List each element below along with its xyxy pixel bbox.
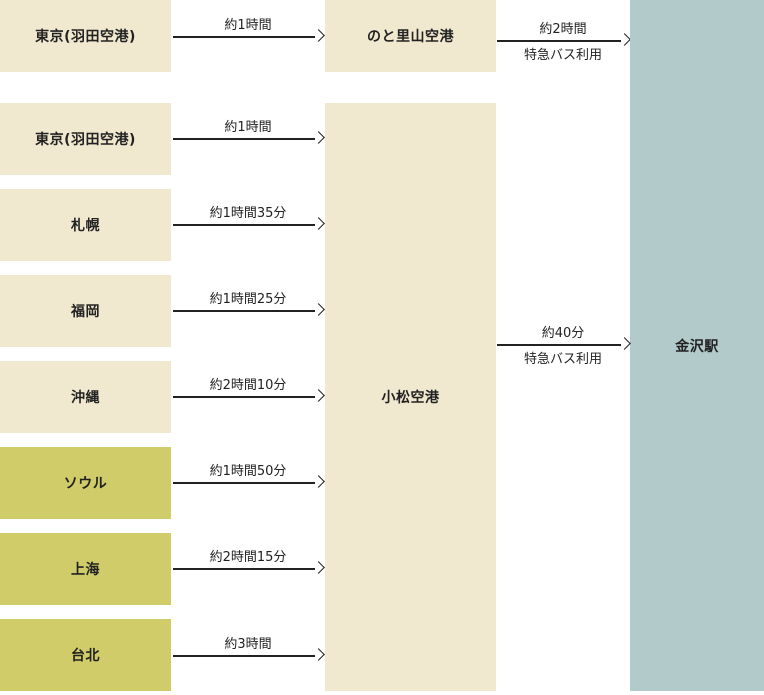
bus-time-label: 約2時間 <box>539 22 587 37</box>
origin-box-taipei: 台北 <box>0 619 171 691</box>
flight-time-label: 約3時間 <box>224 637 272 652</box>
hub-box-komatsu-airport: 小松空港 <box>325 103 496 691</box>
arrow-tokyo-to-noto: 約1時間 <box>173 18 325 76</box>
arrow-line <box>497 344 621 346</box>
origin-box-sapporo: 札幌 <box>0 189 171 261</box>
arrow-taipei-to-komatsu: 約3時間 <box>173 637 325 695</box>
destination-box-kanazawa-station: 金沢駅 <box>630 0 764 691</box>
origin-label: 台北 <box>71 648 100 664</box>
destination-label: 金沢駅 <box>675 338 719 355</box>
origin-label: 上海 <box>71 562 100 578</box>
flight-time-label: 約1時間 <box>224 18 272 33</box>
bus-mode-label: 特急バス利用 <box>523 352 602 367</box>
arrow-line <box>173 310 315 312</box>
flight-time-label: 約2時間15分 <box>209 550 287 565</box>
hub-label: のと里山空港 <box>367 29 454 45</box>
origin-box-okinawa: 沖縄 <box>0 361 171 433</box>
arrow-okinawa-to-komatsu: 約2時間10分 <box>173 378 325 436</box>
origin-box-tokyo-noto: 東京(羽田空港) <box>0 0 171 72</box>
bus-time-label: 約40分 <box>541 326 585 341</box>
arrow-tokyo-to-komatsu: 約1時間 <box>173 120 325 178</box>
flight-time-label: 約1時間50分 <box>209 464 287 479</box>
flight-time-label: 約1時間35分 <box>209 206 287 221</box>
arrow-komatsu-to-kanazawa: 約40分 特急バス利用 <box>497 326 631 384</box>
origin-label: 札幌 <box>71 218 100 234</box>
flight-time-label: 約2時間10分 <box>209 378 287 393</box>
arrow-noto-to-kanazawa: 約2時間 特急バス利用 <box>497 22 631 80</box>
flight-time-label: 約1時間25分 <box>209 292 287 307</box>
arrow-line <box>173 224 315 226</box>
flight-time-label: 約1時間 <box>224 120 272 135</box>
arrow-line <box>173 655 315 657</box>
hub-label: 小松空港 <box>381 390 440 406</box>
arrow-line <box>173 568 315 570</box>
arrow-line <box>173 482 315 484</box>
origin-label: 福岡 <box>71 304 100 320</box>
arrow-line <box>173 36 315 38</box>
origin-label: 沖縄 <box>71 390 100 406</box>
origin-label: ソウル <box>63 476 108 492</box>
arrow-line <box>173 396 315 398</box>
bus-mode-label: 特急バス利用 <box>523 48 602 63</box>
arrow-line <box>497 40 621 42</box>
origin-label: 東京(羽田空港) <box>35 132 136 148</box>
arrow-seoul-to-komatsu: 約1時間50分 <box>173 464 325 522</box>
arrow-sapporo-to-komatsu: 約1時間35分 <box>173 206 325 264</box>
arrow-fukuoka-to-komatsu: 約1時間25分 <box>173 292 325 350</box>
origin-label: 東京(羽田空港) <box>35 29 136 45</box>
origin-box-seoul: ソウル <box>0 447 171 519</box>
origin-box-fukuoka: 福岡 <box>0 275 171 347</box>
origin-box-shanghai: 上海 <box>0 533 171 605</box>
origin-box-tokyo-komatsu: 東京(羽田空港) <box>0 103 171 175</box>
arrow-line <box>173 138 315 140</box>
arrow-shanghai-to-komatsu: 約2時間15分 <box>173 550 325 608</box>
hub-box-noto-airport: のと里山空港 <box>325 0 496 72</box>
